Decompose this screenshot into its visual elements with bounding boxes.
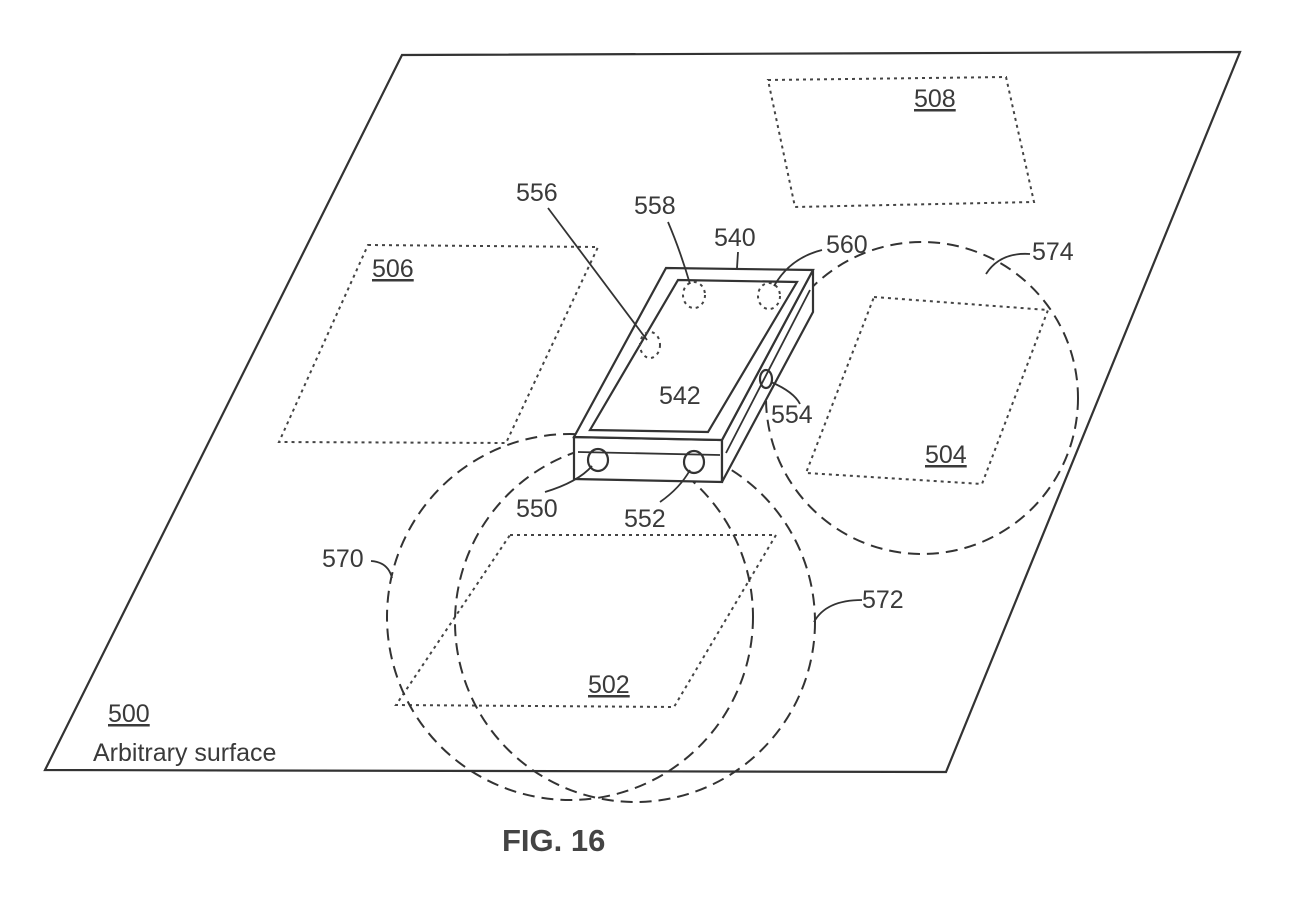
field-574-label: 574 bbox=[1032, 238, 1074, 266]
region-502-label: 502 bbox=[588, 671, 630, 699]
device-540 bbox=[572, 266, 815, 484]
region-508-label: 508 bbox=[914, 85, 956, 113]
sensor-552 bbox=[682, 449, 706, 475]
field-570-label: 570 bbox=[322, 545, 364, 573]
sensor-558 bbox=[682, 281, 706, 309]
field-572-leader bbox=[813, 599, 863, 623]
sensor-558-leader bbox=[667, 221, 691, 285]
field-570-leader bbox=[370, 560, 393, 579]
sensor-552-label: 552 bbox=[624, 505, 666, 533]
sensor-550-label: 550 bbox=[516, 495, 558, 523]
device-540-leader bbox=[736, 251, 739, 269]
sensor-560 bbox=[757, 282, 781, 310]
surface-name-label: Arbitrary surface bbox=[93, 739, 276, 767]
sensor-554-label: 554 bbox=[771, 401, 813, 429]
sensor-556 bbox=[639, 331, 661, 359]
figure-caption: FIG. 16 bbox=[502, 823, 605, 858]
sensor-556-label: 556 bbox=[516, 179, 558, 207]
sensor-558-label: 558 bbox=[634, 192, 676, 220]
device-540-label: 540 bbox=[714, 224, 756, 252]
sensor-556-leader bbox=[547, 207, 648, 341]
sensor-560-label: 560 bbox=[826, 231, 868, 259]
screen-542-label: 542 bbox=[659, 382, 701, 410]
surface-ref-label: 500 bbox=[108, 700, 150, 728]
screen-542 bbox=[588, 278, 799, 434]
region-506-label: 506 bbox=[372, 255, 414, 283]
sensor-550 bbox=[586, 447, 610, 473]
field-574 bbox=[765, 241, 1079, 555]
field-570 bbox=[386, 433, 754, 801]
sensor-552-leader bbox=[659, 469, 691, 503]
arbitrary-surface bbox=[43, 50, 1242, 774]
sensor-554-leader bbox=[770, 381, 801, 405]
sensor-550-leader bbox=[544, 465, 593, 493]
region-508 bbox=[766, 75, 1036, 209]
sensor-560-leader bbox=[773, 249, 823, 287]
region-506 bbox=[277, 243, 600, 445]
field-572 bbox=[454, 441, 816, 803]
field-572-label: 572 bbox=[862, 586, 904, 614]
sensor-554 bbox=[758, 368, 774, 390]
field-574-leader bbox=[985, 252, 1031, 275]
region-502 bbox=[394, 534, 778, 709]
region-504-label: 504 bbox=[925, 441, 967, 469]
